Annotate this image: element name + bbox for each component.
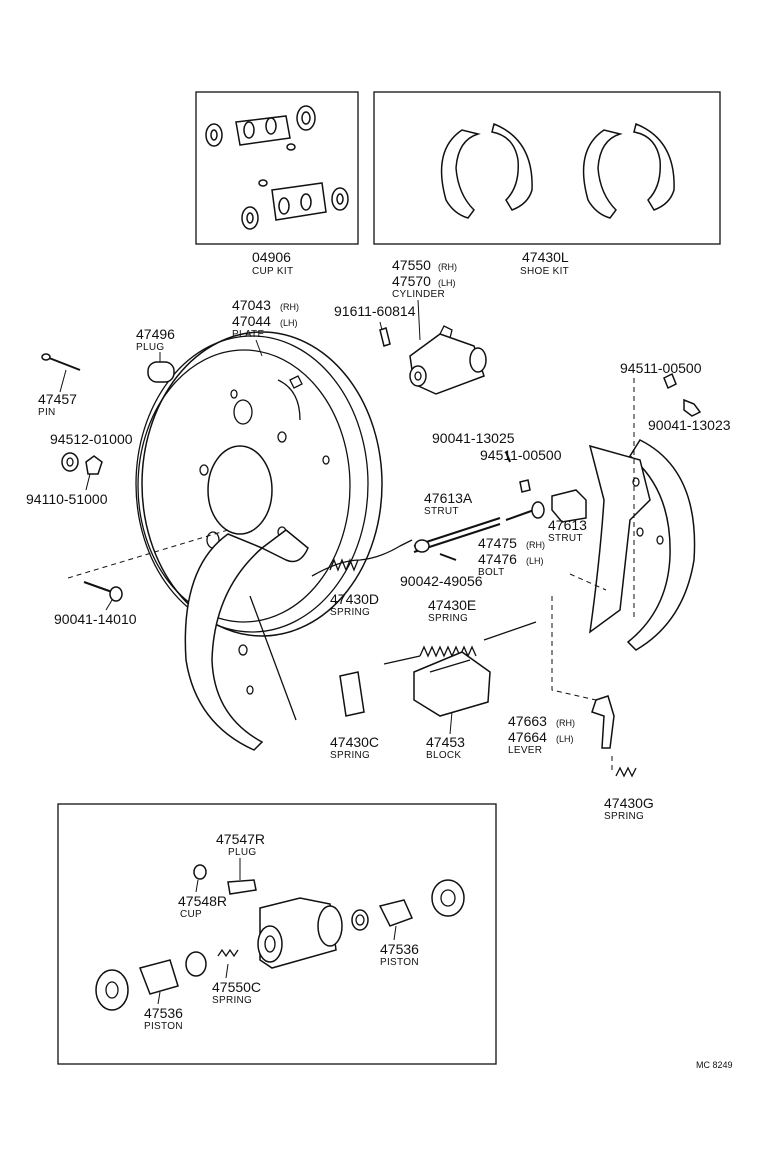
bolt-90041-13025-label: 90041-13025: [432, 430, 515, 446]
shoe-kit-name: SHOE KIT: [520, 266, 569, 277]
backing-plate: [135, 331, 383, 637]
strut-47613-icon: [551, 489, 587, 523]
nut-94511-b-icon: [519, 479, 531, 493]
washer-94512-icon: [61, 452, 79, 472]
lever-suffix-rh: (RH): [556, 718, 575, 728]
spring-47550c-name: SPRING: [212, 995, 252, 1006]
washer-94512-label: 94512-01000: [50, 431, 133, 447]
spring-47430e-number: 47430E: [428, 597, 476, 613]
pin-number: 47457: [38, 391, 77, 407]
bolt-47476-suffix: (LH): [526, 556, 544, 566]
nut-94511-a-label: 94511-00500: [620, 360, 702, 376]
bolt-47475-number: 47475: [478, 535, 517, 551]
lever-suffix-lh: (LH): [556, 734, 574, 744]
lever-name: LEVER: [508, 745, 542, 756]
bolt-90041-13025-icon: [505, 451, 511, 463]
nut-94511-a-icon: [663, 372, 677, 390]
cylinder-name: CYLINDER: [392, 289, 445, 300]
plate-number-rh: 47043: [232, 297, 271, 313]
spring-47430d-icon: [311, 539, 413, 577]
rear-brake-shoe: [626, 439, 696, 651]
strut-47613-number: 47613: [548, 517, 587, 533]
plug-47496-icon: [147, 361, 175, 383]
block-number: 47453: [426, 734, 465, 750]
bolt-90042-icon: [439, 553, 457, 561]
lever-47663-icon: [591, 695, 615, 749]
strut-47613-name: STRUT: [548, 533, 583, 544]
plug-47547r-number: 47547R: [216, 831, 265, 847]
piston-left-name: PISTON: [144, 1021, 183, 1032]
nut-94110-label: 94110-51000: [26, 491, 108, 507]
shoe-kit-number: 47430L: [522, 249, 569, 265]
cylinder-number-rh: 47550: [392, 257, 431, 273]
cup-kit-number: 04906: [252, 249, 291, 265]
bolt-91611-label: 91611-60814: [334, 303, 416, 319]
front-shoe-web: [260, 529, 309, 563]
cup-kit-box: [195, 91, 359, 245]
bolt-47476-number: 47476: [478, 551, 517, 567]
spring-47430d-number: 47430D: [330, 591, 379, 607]
lever-number-rh: 47663: [508, 713, 547, 729]
front-brake-shoe: [184, 533, 264, 751]
spring-47430c-icon: [339, 671, 365, 717]
pin-name: PIN: [38, 407, 56, 418]
plate-suffix-rh: (RH): [280, 302, 299, 312]
strut-47613a-name: STRUT: [424, 506, 459, 517]
nut-94511-b-label: 94511-00500: [480, 447, 562, 463]
cylinder-detail-parts: [95, 864, 465, 1011]
piston-left-number: 47536: [144, 1005, 183, 1021]
plate-name: PLATE: [232, 329, 264, 340]
piston-right-number: 47536: [380, 941, 419, 957]
plate-suffix-lh: (LH): [280, 318, 298, 328]
bolt-91611-icon: [379, 327, 391, 347]
cylinder-number-lh: 47570: [392, 273, 431, 289]
plate-number-lh: 47044: [232, 313, 271, 329]
cup-47548r-number: 47548R: [178, 893, 227, 909]
cup-kit-parts: [205, 105, 349, 230]
cylinder-detail-box: [57, 803, 497, 1065]
lever-number-lh: 47664: [508, 729, 547, 745]
cylinder-suffix-lh: (LH): [438, 278, 456, 288]
piston-right-name: PISTON: [380, 957, 419, 968]
bolt-90041-13023-icon: [683, 398, 702, 417]
block-47453-icon: [413, 651, 491, 717]
spring-47430c-name: SPRING: [330, 750, 370, 761]
strut-47613a-number: 47613A: [424, 490, 473, 506]
shoe-kit-parts: [440, 122, 675, 219]
plug-47547r-name: PLUG: [228, 847, 256, 858]
spring-47550c-number: 47550C: [212, 979, 261, 995]
shoe-kit-box: [373, 91, 721, 245]
bolt-90041-14010-label: 90041-14010: [54, 611, 137, 627]
spring-47430g-number: 47430G: [604, 795, 654, 811]
cylinder-suffix-rh: (RH): [438, 262, 457, 272]
wheel-cylinder: [409, 325, 487, 395]
spring-47430e-icon: [383, 655, 421, 665]
bolt-47475-name: BOLT: [478, 567, 505, 578]
cup-47548r-name: CUP: [180, 909, 202, 920]
rear-shoe-web: [588, 444, 651, 634]
bolt-90042-label: 90042-49056: [400, 573, 483, 589]
cup-kit-name: CUP KIT: [252, 266, 293, 277]
plug-47496-name: PLUG: [136, 342, 164, 353]
diagram-code: MC 8249: [696, 1060, 733, 1070]
bolt-47475-icon: [505, 509, 535, 521]
strut-47613a-icon: [413, 517, 501, 547]
spring-47430g-name: SPRING: [604, 811, 644, 822]
nut-94110-icon: [85, 455, 103, 475]
plug-47496-number: 47496: [136, 326, 175, 342]
spring-47430g-icon: [615, 766, 637, 778]
bolt-90041-13023-label: 90041-13023: [648, 417, 731, 433]
spring-47430c-number: 47430C: [330, 734, 379, 750]
spring-47430e-name: SPRING: [428, 613, 468, 624]
bolt-47475-suffix: (RH): [526, 540, 545, 550]
block-name: BLOCK: [426, 750, 461, 761]
bolt-90041-14010-icon: [83, 581, 113, 593]
spring-47430d-name: SPRING: [330, 607, 370, 618]
